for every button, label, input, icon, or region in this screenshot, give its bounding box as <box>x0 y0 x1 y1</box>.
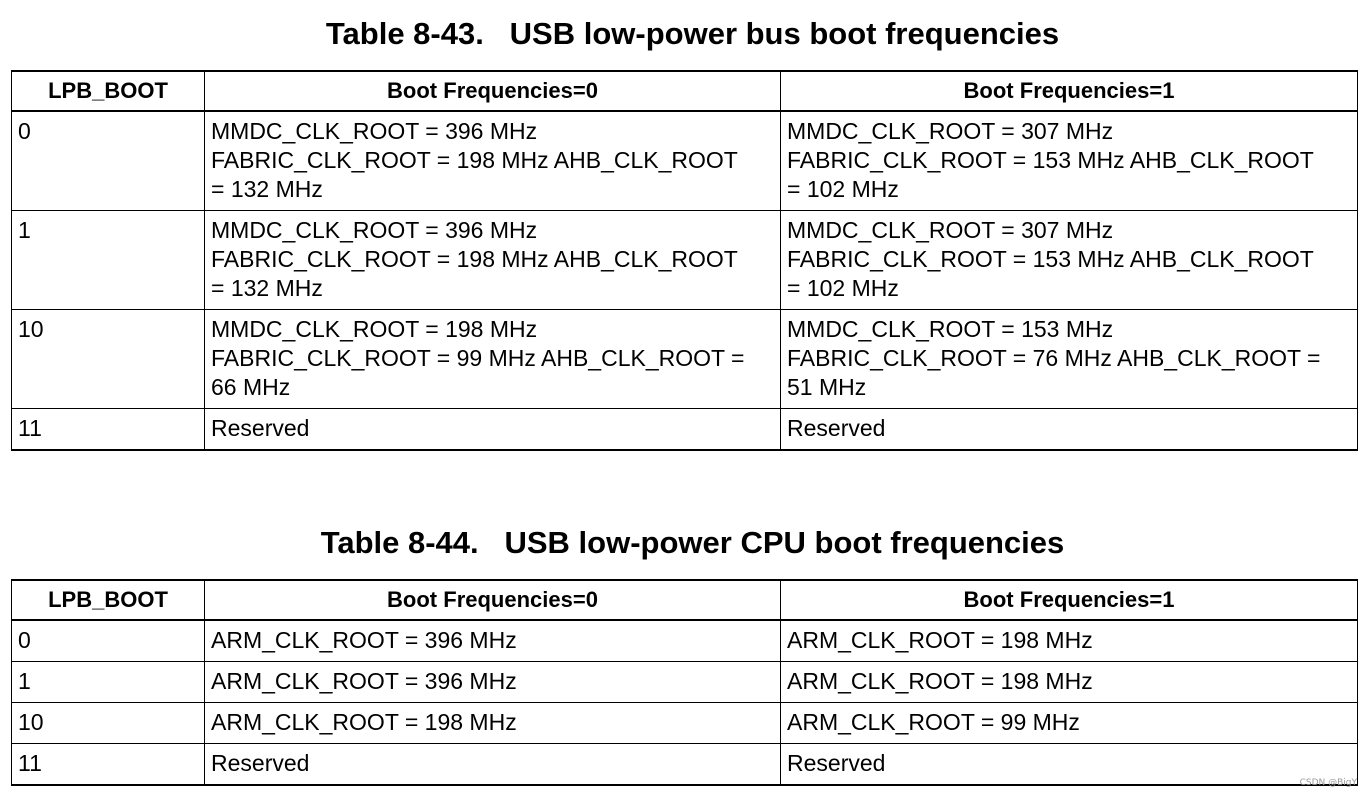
cell-line: MMDC_CLK_ROOT = 153 MHz <box>787 316 1114 342</box>
column-header-boot-freq-0: Boot Frequencies=0 <box>204 579 781 621</box>
column-header-boot-freq-1: Boot Frequencies=1 <box>780 579 1358 621</box>
cell-line: MMDC_CLK_ROOT = 198 MHz <box>211 316 538 342</box>
lpb-boot-cell: 0 <box>11 110 205 211</box>
table-row: 10 MMDC_CLK_ROOT = 198 MHz FABRIC_CLK_RO… <box>11 309 1358 409</box>
lpb-boot-cell: 11 <box>11 743 205 786</box>
lpb-boot-cell: 11 <box>11 408 205 451</box>
cell-line: = 132 MHz <box>211 176 323 202</box>
cell-line: FABRIC_CLK_ROOT = 198 MHz AHB_CLK_ROOT <box>211 147 738 173</box>
column-header-boot-freq-0: Boot Frequencies=0 <box>204 70 781 112</box>
boot-freq-1-cell: MMDC_CLK_ROOT = 153 MHz FABRIC_CLK_ROOT … <box>780 309 1358 409</box>
boot-freq-0-cell: Reserved <box>204 408 781 451</box>
lpb-boot-cell: 10 <box>11 702 205 744</box>
cell-line: MMDC_CLK_ROOT = 307 MHz <box>787 118 1114 144</box>
lpb-boot-cell: 10 <box>11 309 205 409</box>
watermark: CSDN @BigY <box>1299 778 1357 788</box>
boot-freq-0-cell: MMDC_CLK_ROOT = 396 MHz FABRIC_CLK_ROOT … <box>204 210 781 310</box>
lpb-boot-cell: 1 <box>11 210 205 310</box>
cell-line: Reserved <box>787 415 886 441</box>
cell-line: 66 MHz <box>211 374 291 400</box>
cell-line: FABRIC_CLK_ROOT = 153 MHz AHB_CLK_ROOT <box>787 147 1314 173</box>
boot-freq-0-cell: MMDC_CLK_ROOT = 198 MHz FABRIC_CLK_ROOT … <box>204 309 781 409</box>
cell-line: FABRIC_CLK_ROOT = 198 MHz AHB_CLK_ROOT <box>211 246 738 272</box>
cell-line: FABRIC_CLK_ROOT = 76 MHz AHB_CLK_ROOT = <box>787 345 1321 371</box>
table-row: 1 MMDC_CLK_ROOT = 396 MHz FABRIC_CLK_ROO… <box>11 210 1358 310</box>
cell-line: = 132 MHz <box>211 275 323 301</box>
boot-freq-1-cell: Reserved <box>780 408 1358 451</box>
boot-freq-0-cell: ARM_CLK_ROOT = 198 MHz <box>204 702 781 744</box>
boot-freq-0-cell: ARM_CLK_ROOT = 396 MHz <box>204 619 781 662</box>
table-row: 10 ARM_CLK_ROOT = 198 MHz ARM_CLK_ROOT =… <box>11 702 1358 744</box>
boot-freq-1-cell: ARM_CLK_ROOT = 198 MHz <box>780 619 1358 662</box>
table-header-row: LPB_BOOT Boot Frequencies=0 Boot Frequen… <box>11 70 1358 112</box>
cell-line: MMDC_CLK_ROOT = 396 MHz <box>211 118 538 144</box>
cell-line: = 102 MHz <box>787 176 899 202</box>
cell-line: MMDC_CLK_ROOT = 307 MHz <box>787 217 1114 243</box>
lpb-boot-cell: 1 <box>11 661 205 703</box>
table-header-row: LPB_BOOT Boot Frequencies=0 Boot Frequen… <box>11 579 1358 621</box>
boot-freq-1-cell: MMDC_CLK_ROOT = 307 MHz FABRIC_CLK_ROOT … <box>780 110 1358 211</box>
table-row: 11 Reserved Reserved <box>11 743 1358 786</box>
column-header-lpb-boot: LPB_BOOT <box>11 579 205 621</box>
lpb-boot-cell: 0 <box>11 619 205 662</box>
cell-line: FABRIC_CLK_ROOT = 99 MHz AHB_CLK_ROOT = <box>211 345 745 371</box>
cpu-boot-frequencies-table: LPB_BOOT Boot Frequencies=0 Boot Frequen… <box>11 579 1358 786</box>
cell-line: FABRIC_CLK_ROOT = 153 MHz AHB_CLK_ROOT <box>787 246 1314 272</box>
table-row: 0 MMDC_CLK_ROOT = 396 MHz FABRIC_CLK_ROO… <box>11 110 1358 211</box>
table-row: 11 Reserved Reserved <box>11 408 1358 451</box>
boot-freq-1-cell: MMDC_CLK_ROOT = 307 MHz FABRIC_CLK_ROOT … <box>780 210 1358 310</box>
bus-boot-frequencies-table: LPB_BOOT Boot Frequencies=0 Boot Frequen… <box>11 70 1358 451</box>
table-row: 0 ARM_CLK_ROOT = 396 MHz ARM_CLK_ROOT = … <box>11 619 1358 662</box>
boot-freq-0-cell: MMDC_CLK_ROOT = 396 MHz FABRIC_CLK_ROOT … <box>204 110 781 211</box>
boot-freq-1-cell: Reserved <box>780 743 1358 786</box>
cell-line: 51 MHz <box>787 374 867 400</box>
column-header-boot-freq-1: Boot Frequencies=1 <box>780 70 1358 112</box>
cell-line: Reserved <box>211 415 310 441</box>
boot-freq-1-cell: ARM_CLK_ROOT = 99 MHz <box>780 702 1358 744</box>
table-title: Table 8-44. USB low-power CPU boot frequ… <box>320 525 1065 560</box>
table-title: Table 8-43. USB low-power bus boot frequ… <box>325 16 1060 51</box>
boot-freq-1-cell: ARM_CLK_ROOT = 198 MHz <box>780 661 1358 703</box>
column-header-lpb-boot: LPB_BOOT <box>11 70 205 112</box>
table-row: 1 ARM_CLK_ROOT = 396 MHz ARM_CLK_ROOT = … <box>11 661 1358 703</box>
cell-line: = 102 MHz <box>787 275 899 301</box>
boot-freq-0-cell: Reserved <box>204 743 781 786</box>
boot-freq-0-cell: ARM_CLK_ROOT = 396 MHz <box>204 661 781 703</box>
cell-line: MMDC_CLK_ROOT = 396 MHz <box>211 217 538 243</box>
